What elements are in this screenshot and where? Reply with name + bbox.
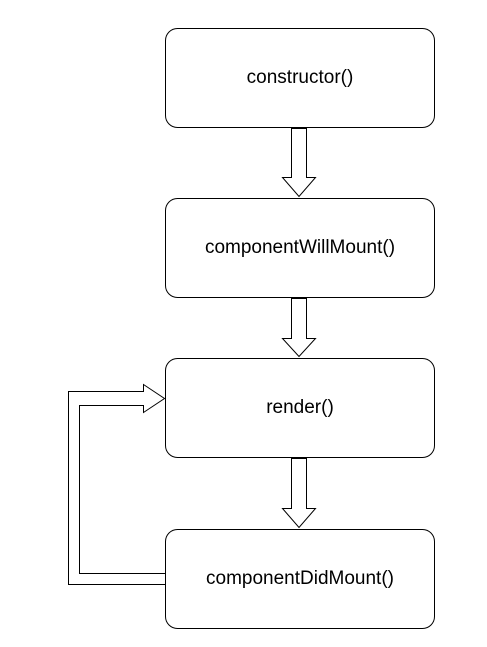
node-componentdidmount: componentDidMount() [165,529,435,629]
node-componentwillmount: componentWillMount() [165,198,435,298]
node-constructor-box [165,28,435,128]
arrow-componentwillmount-to-render [281,298,317,358]
node-render-box [165,358,435,458]
node-componentdidmount-label: componentDidMount() [206,568,394,589]
node-constructor-label: constructor() [247,67,354,88]
arrow-componentdidmount-loop-to-render [68,383,166,585]
node-render-label: render() [266,397,334,418]
arrow-render-to-componentdidmount [281,458,317,529]
node-componentwillmount-label: componentWillMount() [205,237,395,258]
node-render: render() [165,358,435,458]
node-componentwillmount-box [165,198,435,298]
arrow-constructor-to-componentwillmount [281,128,317,198]
node-constructor: constructor() [165,28,435,128]
